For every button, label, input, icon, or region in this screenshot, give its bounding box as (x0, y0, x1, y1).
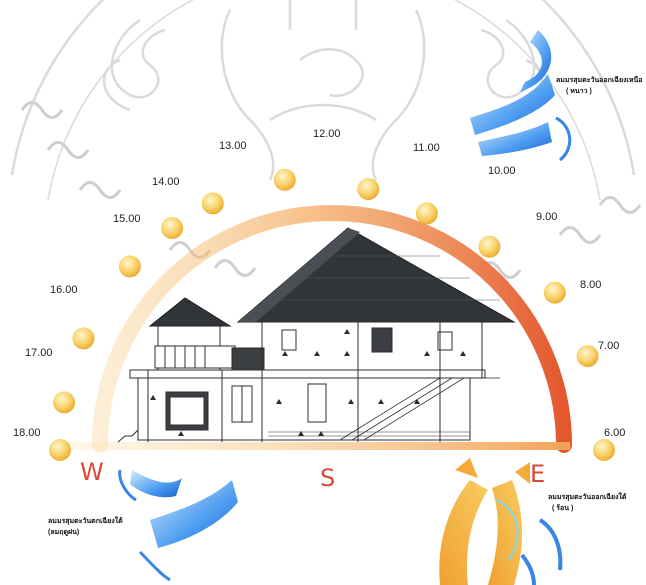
time-label-8: 8.00 (580, 279, 602, 291)
direction-east: E (530, 460, 546, 488)
wind-label-southeast-name: ลมมรสุมตะวันออกเฉียงใต้ (548, 494, 627, 501)
main-roof (236, 227, 516, 323)
sun-14-00 (161, 217, 184, 239)
house-elevation (117, 227, 516, 443)
time-label-11: 11.00 (413, 142, 440, 154)
time-label-6: 6.00 (604, 427, 626, 439)
time-label-18: 18.00 (13, 427, 41, 439)
time-label-7: 7.00 (598, 340, 620, 352)
time-label-17: 17.00 (25, 347, 53, 359)
wind-arrow-southeast (439, 458, 563, 585)
time-label-15: 15.00 (113, 213, 141, 225)
direction-west: W (80, 458, 104, 486)
sun-17-00 (53, 391, 76, 414)
time-label-12: 12.00 (313, 128, 341, 140)
time-label-16: 16.00 (50, 284, 78, 296)
wind-label-southwest-name: ลมมรสุมตะวันตกเฉียงใต้ (48, 518, 123, 525)
pavilion-roof (148, 297, 232, 327)
sun-16-00 (72, 327, 95, 350)
wind-label-northeast-name: ลมมรสุมตะวันออกเฉียงเหนือ (556, 77, 643, 84)
time-label-9: 9.00 (536, 211, 558, 223)
wind-label-northeast: ลมมรสุมตะวันออกเฉียงเหนือ ( หนาว ) (556, 75, 643, 97)
sun-6-00 (593, 439, 615, 461)
time-label-13: 13.00 (219, 140, 247, 152)
sun-13-00 (201, 192, 224, 215)
time-label-14: 14.00 (152, 176, 180, 188)
sun-12-00 (273, 168, 296, 191)
time-label-10: 10.00 (488, 165, 516, 177)
sun-15-00 (118, 255, 141, 278)
direction-south: S (320, 464, 336, 492)
wind-label-southeast: ลมมรสุมตะวันออกเฉียงใต้ ( ร้อน ) (548, 492, 626, 514)
wind-label-southwest-season: (ลมฤดูฝน) (48, 529, 80, 536)
ground-line (60, 442, 570, 450)
sun-10-00 (415, 202, 438, 225)
sun-path-arc (92, 205, 572, 453)
wind-label-southwest: ลมมรสุมตะวันตกเฉียงใต้ (ลมฤดูฝน) (48, 516, 123, 538)
wind-arrow-southwest (118, 469, 238, 582)
sun-8-00 (543, 281, 566, 304)
sun-7-00 (576, 345, 599, 368)
sun-9-00 (478, 235, 501, 258)
wind-arrow-northeast (470, 30, 572, 162)
wind-label-southeast-season: ( ร้อน ) (552, 505, 574, 512)
wind-label-northeast-season: ( หนาว ) (566, 88, 592, 95)
sun-18-00 (49, 439, 71, 461)
sun-11-00 (357, 178, 380, 201)
